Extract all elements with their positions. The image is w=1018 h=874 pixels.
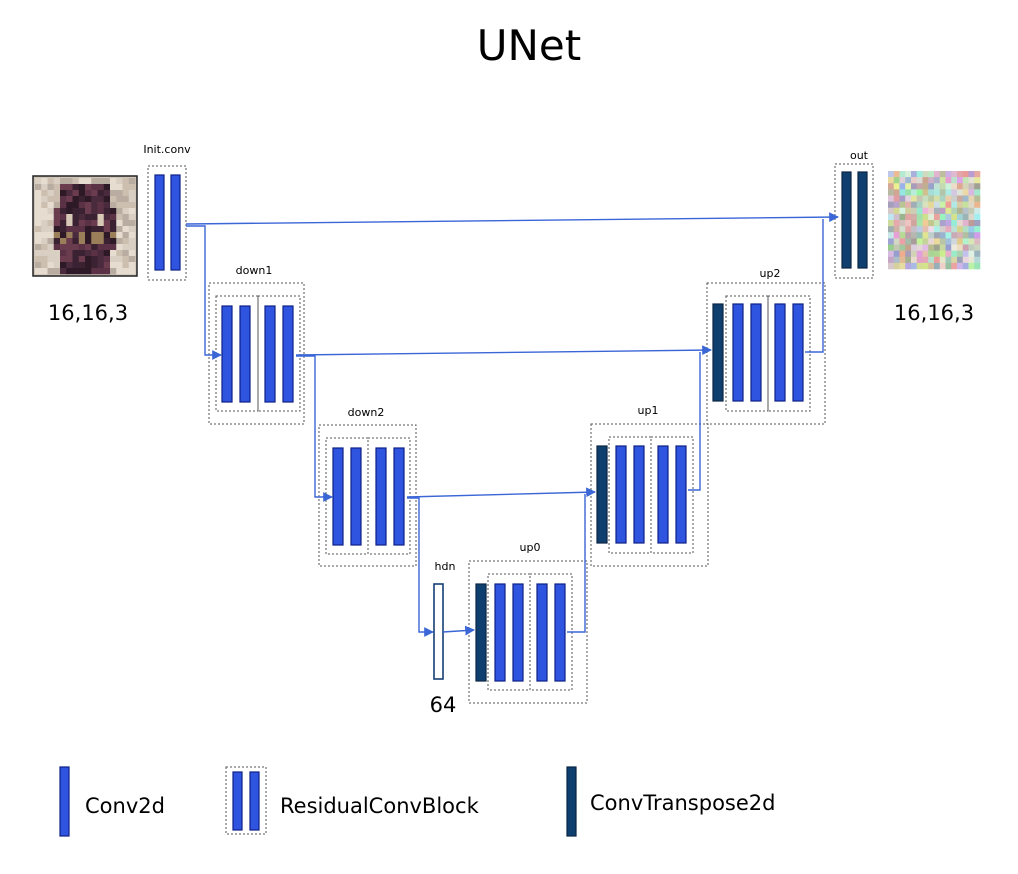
block-down1: down1	[208, 264, 305, 425]
block-hdn: hdn 64	[430, 560, 457, 717]
legend-transpose-label: ConvTranspose2d	[590, 791, 775, 815]
up0-label: up0	[520, 541, 541, 554]
hidden-layer	[433, 583, 444, 680]
connections	[185, 212, 839, 637]
skip-connection-down1-up2	[295, 345, 712, 356]
conv-transpose-swatch	[566, 766, 577, 837]
connection-up1-up2	[688, 352, 701, 491]
hdn-label: hdn	[435, 560, 456, 573]
page-title: UNet	[477, 21, 581, 70]
init-conv-label: Init.conv	[143, 143, 191, 156]
out-label: out	[850, 149, 869, 162]
legend-item-transpose: ConvTranspose2d	[566, 766, 775, 837]
legend: Conv2d ResidualConvBlock ConvTranspose2d	[59, 766, 775, 837]
up1-label: up1	[638, 404, 659, 417]
connection-down2-hdn	[407, 497, 434, 637]
input-image	[32, 175, 138, 277]
legend-residual-label: ResidualConvBlock	[280, 794, 480, 818]
conv2d-swatch	[59, 766, 70, 837]
input-shape-label: 16,16,3	[48, 301, 128, 325]
block-up2: up2	[706, 267, 826, 425]
conv2d-layer	[170, 174, 181, 271]
down2-label: down2	[348, 406, 385, 419]
skip-connection-init-out	[185, 212, 839, 225]
residual-swatch-box	[225, 766, 267, 835]
block-down2: down2	[318, 406, 417, 567]
conv2d-layer	[154, 174, 165, 271]
skip-connection-down2-up1	[406, 487, 596, 498]
block-up1: up1	[590, 404, 709, 567]
up2-label: up2	[760, 267, 781, 280]
block-up0: up0	[468, 541, 588, 704]
legend-item-residual: ResidualConvBlock	[225, 766, 480, 835]
output-shape-label: 16,16,3	[894, 301, 974, 325]
connection-init-down1	[186, 225, 222, 360]
output-image	[888, 171, 981, 270]
legend-item-conv2d: Conv2d	[59, 766, 165, 837]
legend-conv2d-label: Conv2d	[85, 794, 165, 818]
block-out: out	[834, 149, 874, 279]
block-init-conv: Init.conv	[143, 143, 191, 281]
connection-up2-out	[805, 219, 824, 353]
down1-label: down1	[236, 264, 273, 277]
connection-down1-down2	[296, 355, 333, 502]
hidden-dim-label: 64	[430, 693, 457, 717]
connection-hdn-up0	[442, 625, 475, 636]
connection-up0-up1	[567, 494, 586, 633]
